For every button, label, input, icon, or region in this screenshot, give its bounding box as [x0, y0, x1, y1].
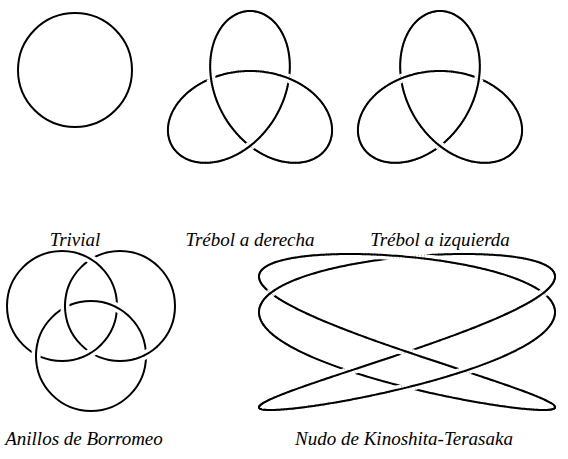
left-trefoil-knot [358, 11, 522, 163]
crossing-gap [468, 156, 470, 165]
crossing-gap [173, 148, 183, 158]
unknot-circle [18, 13, 132, 127]
knot-strand [402, 256, 405, 258]
crossing-gap [209, 43, 219, 45]
ring-over [134, 347, 157, 359]
knot-strand [468, 160, 470, 162]
ring-over [79, 254, 101, 268]
crossing-gap [384, 254, 387, 263]
knot-strand [262, 267, 265, 270]
crossing-gap [79, 254, 101, 268]
crossing-gap [36, 341, 38, 367]
borromean-rings [7, 251, 175, 411]
crossing-gap [255, 272, 264, 282]
crossing-gap [65, 294, 67, 320]
knot-strand [209, 77, 211, 80]
crossing-gap [218, 157, 220, 166]
crossing-gap [260, 263, 270, 273]
knot-strand [373, 96, 374, 97]
crossing-gap [105, 303, 128, 315]
crossing-gap [258, 264, 268, 274]
knot-strand [258, 276, 260, 279]
crossing-gap [317, 148, 327, 158]
knot-strand [479, 77, 481, 80]
crossing-gap [546, 296, 556, 306]
crossing-gap [255, 269, 264, 279]
knot-strand [264, 266, 267, 269]
knot-strand [513, 150, 516, 151]
ring-over [79, 345, 101, 359]
crossing-gap [318, 147, 328, 157]
crossing-gap [363, 148, 373, 158]
crossing-gap [508, 147, 518, 157]
crossing-gap [79, 345, 101, 359]
knot-strand [548, 297, 551, 300]
crossing-gap [260, 262, 270, 272]
ring-over [65, 294, 67, 320]
crossing-gap [472, 45, 481, 47]
knot-strand [366, 151, 369, 154]
crossing-gap [261, 262, 271, 272]
knot-strand [317, 97, 318, 98]
crossing-gap [255, 270, 264, 280]
knot-strand [476, 45, 478, 47]
ring-over [105, 303, 128, 315]
knot-strand [321, 151, 324, 154]
crossing-gap [546, 295, 556, 305]
knot-strand [321, 152, 322, 155]
crossing-gap [393, 253, 396, 262]
crossing-gap [256, 267, 265, 277]
crossing-gap [317, 97, 318, 98]
crossing-gap [259, 263, 269, 273]
crossing-gap [257, 265, 267, 275]
crossing-gap [255, 268, 264, 278]
knot-strand [396, 257, 399, 259]
crossing-gap [507, 148, 517, 158]
knot-strand [174, 150, 177, 151]
knot-strand [263, 266, 266, 269]
crossing-gap [255, 271, 264, 281]
crossing-gap [257, 265, 267, 275]
right-trefoil-knot [168, 11, 332, 163]
crossing-gap [362, 147, 372, 157]
crossing-gap [172, 147, 182, 157]
knot-strand [368, 152, 369, 155]
knot-strand [547, 296, 550, 299]
crossing-gap [373, 96, 374, 97]
crossing-gap [256, 267, 265, 277]
crossing-gap [390, 254, 393, 263]
ring [65, 251, 175, 361]
crossing-gap [544, 293, 554, 303]
crossing-gap [255, 272, 264, 282]
crossing-gap [255, 269, 264, 279]
ring-over [36, 341, 38, 367]
kinoshita-terasaka-knot [259, 254, 555, 410]
knot-strand [262, 267, 265, 270]
crossing-gap [256, 266, 266, 276]
crossing-gap [477, 73, 479, 83]
knot-strand [212, 43, 215, 45]
knot-strand [218, 160, 220, 162]
ring [7, 251, 117, 361]
crossing-gap [211, 73, 213, 83]
crossing-gap [134, 347, 157, 359]
ring [36, 301, 146, 411]
